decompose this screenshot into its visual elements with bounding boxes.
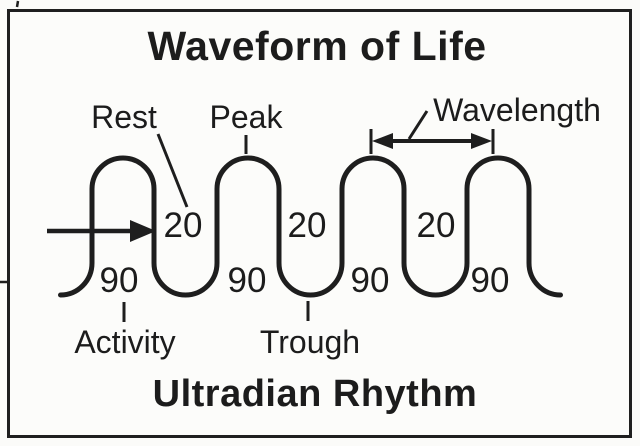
rest-minutes-value: 20 — [163, 206, 203, 245]
diagram-title: Waveform of Life — [147, 23, 487, 69]
time-direction-arrow — [47, 220, 156, 242]
trough-label: Trough — [259, 324, 361, 360]
diagram-footer-title: Ultradian Rhythm — [152, 373, 478, 415]
rest-connector-line — [156, 133, 189, 208]
rest-minutes-value: 20 — [287, 206, 327, 245]
peak-label: Peak — [209, 99, 283, 135]
rest-label: Rest — [91, 99, 157, 135]
activity-label: Activity — [74, 324, 176, 360]
waveform-path — [58, 155, 563, 298]
activity-minutes-value: 90 — [99, 261, 139, 300]
activity-minutes-value: 90 — [350, 261, 390, 300]
wavelength-label: Wavelength — [433, 92, 601, 128]
wavelength-arrow — [369, 129, 495, 154]
activity-minutes-value: 90 — [227, 261, 267, 300]
rest-minutes-value: 20 — [416, 206, 456, 245]
activity-minutes-value: 90 — [470, 261, 510, 300]
scan-artifact-top-tick — [15, 0, 20, 8]
wavelength-connector-line — [407, 110, 429, 140]
